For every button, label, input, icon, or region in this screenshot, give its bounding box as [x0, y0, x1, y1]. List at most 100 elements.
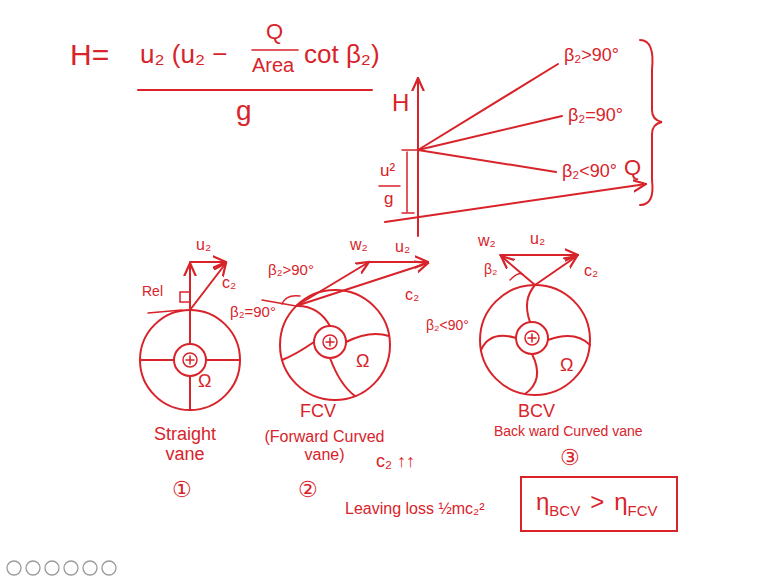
impeller-rim [140, 310, 240, 410]
toolbar-icon [64, 561, 78, 575]
intercept-label-text: u² [380, 161, 395, 180]
formula-term: Q [266, 20, 283, 44]
curve-label-text: β₂=90° [568, 105, 623, 125]
vane-caption: FCV [300, 402, 336, 422]
toolbar-icon [83, 561, 97, 575]
vane [346, 334, 389, 342]
impeller-rim [480, 285, 590, 395]
angle-label-text: β₂<90° [426, 317, 469, 333]
figure-number-text: ③ [560, 445, 580, 470]
curve-label-text: β₂>90° [564, 45, 619, 65]
relative-velocity [501, 256, 535, 285]
formula-term-text: cot β₂) [304, 39, 380, 69]
shaft-symbol [323, 335, 337, 349]
rotation-symbol: Ω [356, 352, 369, 372]
vane-caption-text: Back ward Curved vane [494, 423, 643, 439]
angle-arc [282, 296, 300, 304]
curve-label: β₂<90° [562, 162, 617, 182]
formula-term-text: Q [266, 19, 283, 44]
dimension-line [406, 152, 408, 212]
tangent-line [148, 310, 182, 313]
velocity-label-text: u₂ [196, 236, 211, 253]
angle-label: β₂=90° [230, 304, 276, 321]
absolute-velocity [535, 256, 577, 285]
vane [189, 310, 191, 344]
relative-velocity [189, 263, 191, 310]
angle-label-text: β₂=90° [230, 303, 276, 320]
angle-label: β₂<90° [426, 318, 469, 333]
dimension-tick [402, 212, 414, 214]
formula-term: u₂ (u₂ − [140, 40, 227, 69]
vane [525, 354, 537, 394]
intercept-label: u² [380, 162, 395, 181]
vane-caption-text: FCV [300, 401, 336, 421]
velocity-label-text: u₂ [530, 230, 545, 247]
vane [296, 306, 330, 326]
formula-term: H= [70, 38, 109, 71]
h-axis [417, 78, 419, 236]
formula-term: Area [252, 54, 294, 76]
angle-arc [510, 274, 522, 280]
velocity-label-text: w₂ [478, 232, 496, 249]
axis-label: H [392, 90, 409, 116]
vane-caption: (Forward Curved vane) [262, 428, 387, 463]
intercept-label-text: g [384, 189, 393, 208]
note-text: Leaving loss ½mc₂² [345, 500, 485, 517]
toolbar-icon [7, 561, 21, 575]
q-axis [385, 184, 646, 222]
note-text: c₂ ↑↑ [376, 451, 415, 471]
toolbar-icon [45, 561, 59, 575]
efficiency-text: η [536, 488, 549, 516]
absolute-velocity [296, 263, 428, 306]
velocity-label: w₂ [350, 236, 368, 254]
head-curve [418, 64, 558, 150]
velocity-label-text: w₂ [350, 236, 368, 253]
blade-velocity [500, 254, 578, 256]
impeller-hub [314, 326, 346, 358]
formula-term-text: H= [70, 38, 109, 71]
figure-number-text: ② [298, 477, 318, 502]
vane-caption-text: BCV [518, 401, 555, 421]
curve-label-text: β₂<90° [562, 161, 617, 181]
vane-caption-text: Straight vane [154, 424, 216, 464]
shaft-cross [186, 356, 194, 364]
figure-number: ① [172, 478, 192, 502]
vane [330, 358, 355, 396]
impeller-hub [516, 322, 548, 354]
efficiency-text: η [614, 488, 627, 516]
rotation-symbol-text: Ω [198, 371, 211, 391]
head-curve [418, 150, 556, 172]
formula-term: g [236, 96, 252, 127]
velocity-label: u₂ [196, 236, 211, 254]
curve-label: β₂=90° [568, 106, 623, 126]
velocity-label: c₂ [222, 274, 236, 292]
axis-label-text: Q [624, 155, 641, 180]
vane [548, 336, 590, 345]
figure-number-text: ① [172, 477, 192, 502]
angle-label-text: β₂>90° [268, 261, 314, 278]
angle-label: β₂ [484, 262, 498, 277]
vane [189, 376, 191, 410]
vane-caption: Back ward Curved vane [494, 424, 643, 439]
dimension-tick [402, 149, 418, 151]
figure-number: ② [298, 478, 318, 502]
fraction-bar [379, 185, 400, 187]
rotation-symbol-text: Ω [560, 355, 573, 375]
note: c₂ ↑↑ [376, 452, 415, 472]
figure-number: ③ [560, 446, 580, 470]
rotation-symbol-text: Ω [356, 351, 369, 371]
velocity-label: c₂ [405, 286, 419, 304]
subscript-text: BCV [549, 502, 580, 519]
shaft-cross [326, 338, 334, 346]
right-angle-mark [180, 292, 190, 302]
result-box: ηBCV>ηFCV [520, 476, 678, 532]
note: Leaving loss ½mc₂² [345, 500, 485, 518]
subscript-text: FCV [628, 502, 658, 519]
shaft-symbol [525, 331, 539, 345]
formula-term-text: g [236, 95, 252, 126]
blade-velocity [370, 261, 428, 263]
velocity-label: w₂ [478, 232, 496, 250]
bracket [640, 40, 662, 205]
